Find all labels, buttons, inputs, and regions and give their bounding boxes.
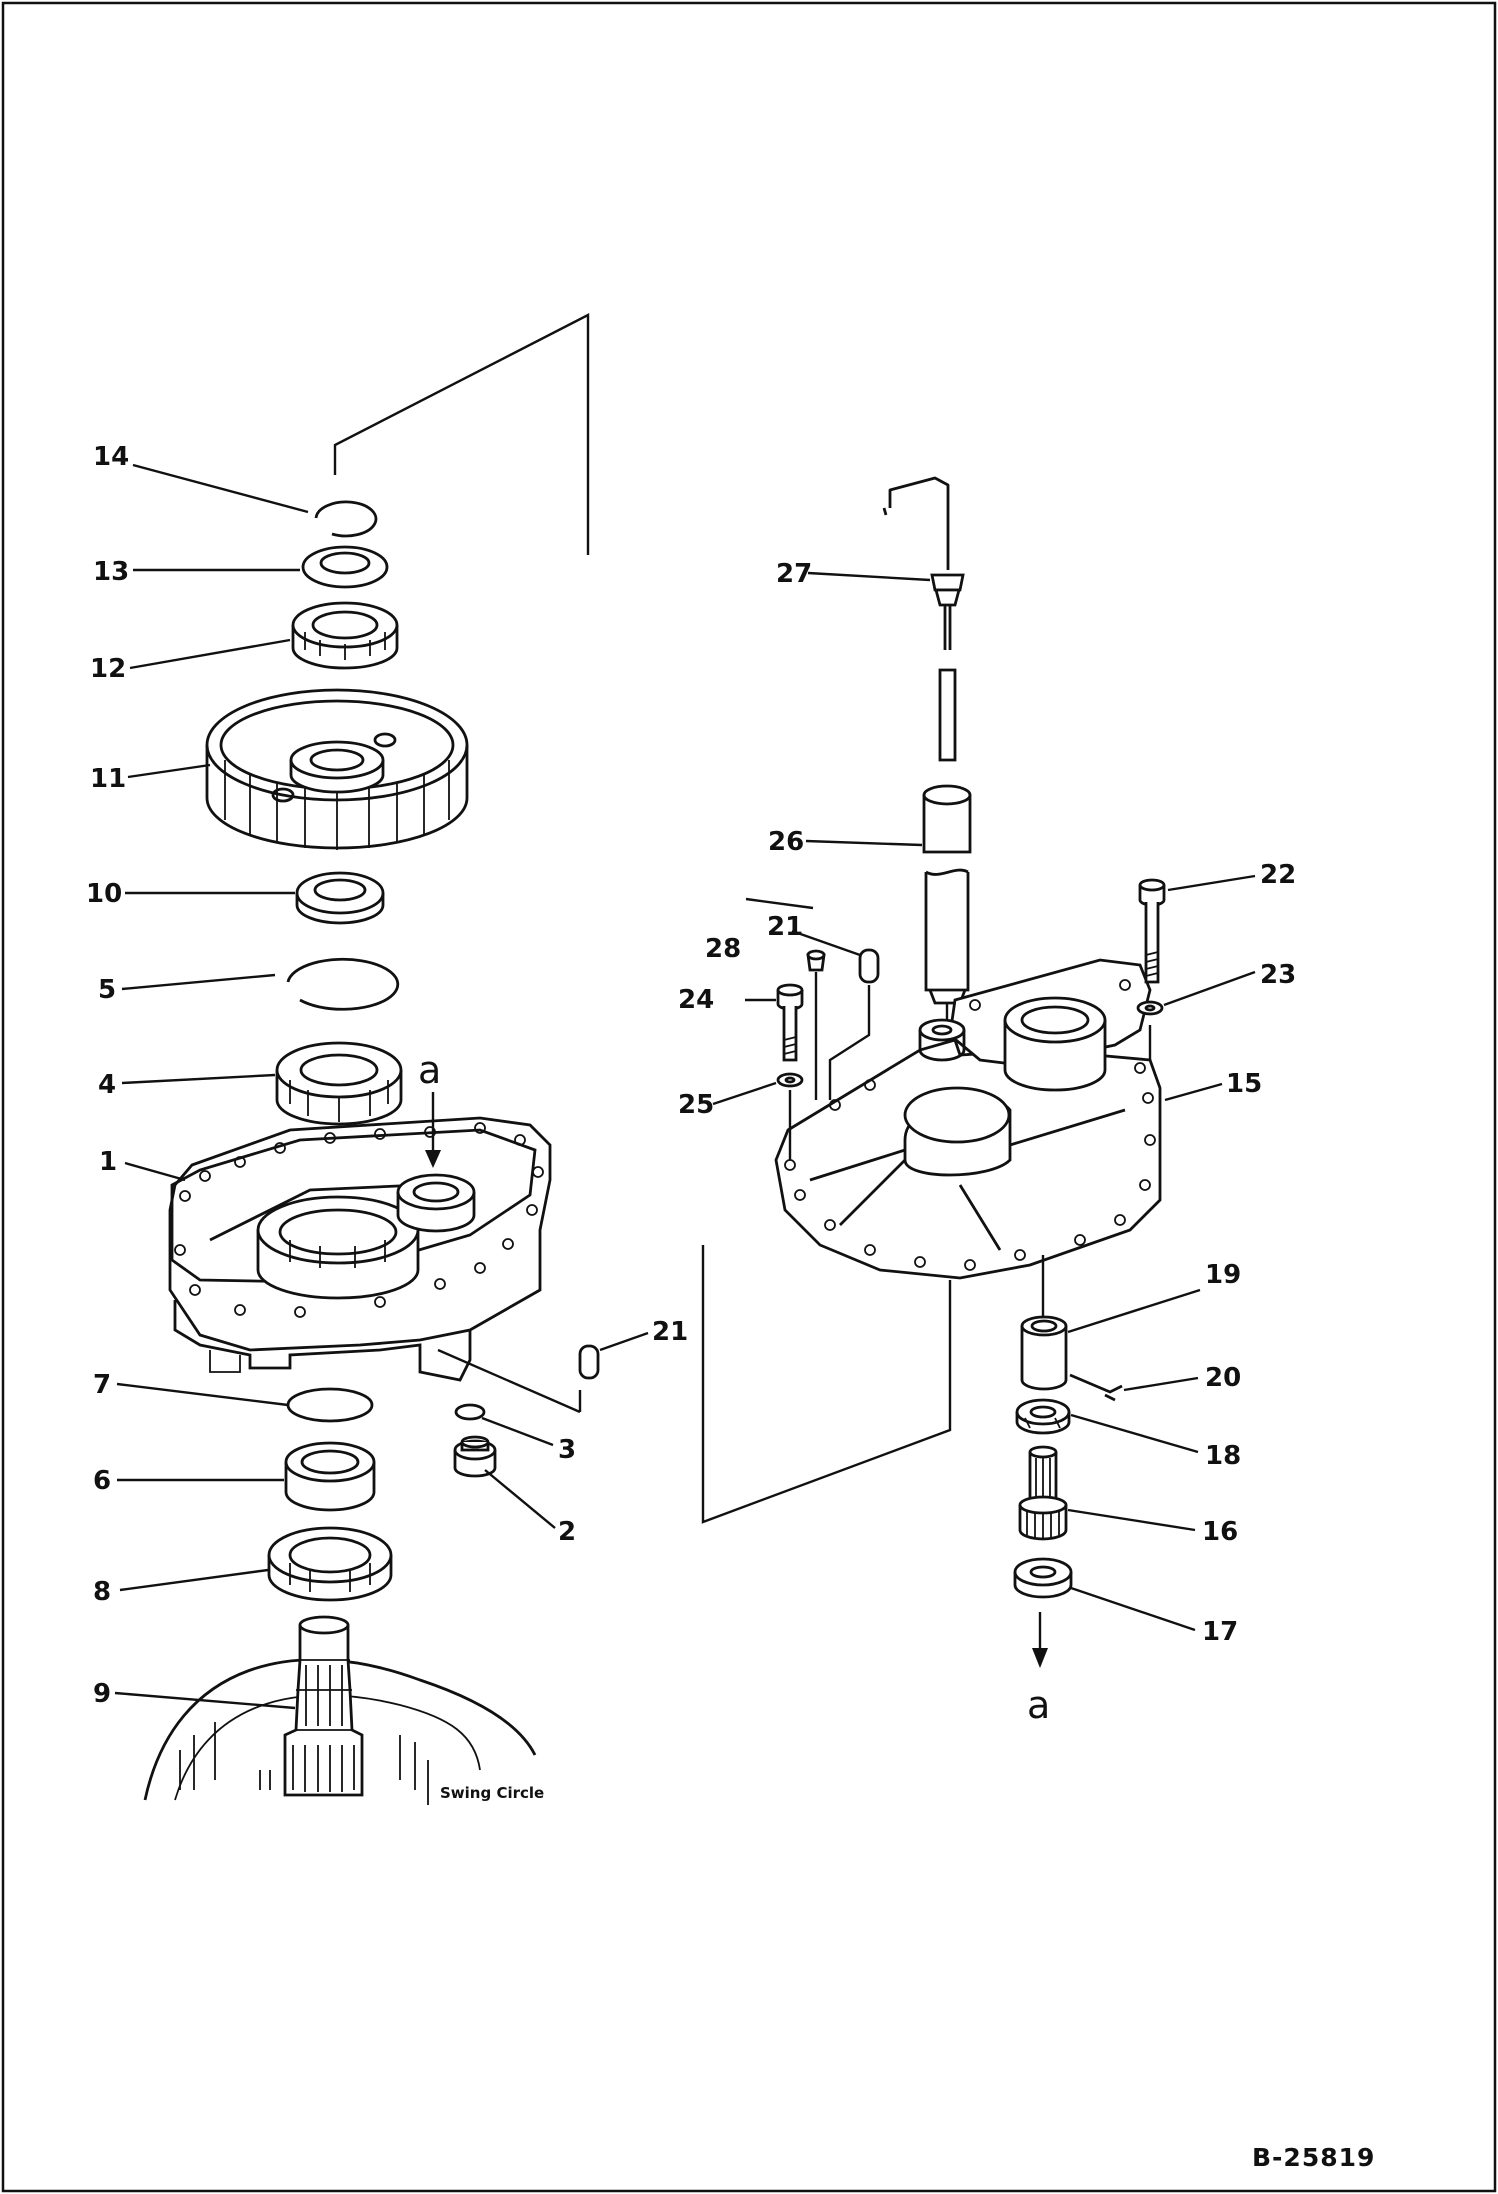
- callout-8: 8: [93, 1577, 111, 1607]
- swing-circle-label: Swing Circle: [440, 1784, 544, 1802]
- callout-24: 24: [678, 985, 714, 1015]
- o-ring-part-3: [454, 1403, 486, 1421]
- right-assembly: a: [701, 476, 1166, 1727]
- plug-part-28: [806, 949, 826, 972]
- callout-19: 19: [1205, 1260, 1241, 1290]
- callout-21-left: 21: [652, 1317, 688, 1347]
- retaining-ring-part-5: [286, 957, 400, 1011]
- bearing-part-18: [1015, 1398, 1071, 1435]
- callout-3: 3: [558, 1435, 576, 1465]
- callout-14: 14: [93, 442, 129, 472]
- callout-27: 27: [776, 559, 812, 589]
- swing-circle-outline: [143, 1658, 537, 1805]
- callout-2: 2: [558, 1517, 576, 1547]
- callout-labels: 14 13 12 11 10 5 4 1 7 6 8 9 21 3 2 27 2…: [86, 442, 1296, 1709]
- bracket-line-top: [333, 313, 590, 555]
- bearing-part-8: [267, 1526, 393, 1602]
- cover-part-15: [774, 958, 1162, 1280]
- bolt-part-22: [1138, 878, 1166, 984]
- callout-4: 4: [98, 1070, 116, 1100]
- callout-22: 22: [1260, 860, 1296, 890]
- document-number: B-25819: [1252, 2143, 1375, 2172]
- callout-15: 15: [1226, 1069, 1262, 1099]
- callout-1: 1: [99, 1147, 117, 1177]
- bearing-part-6: [284, 1441, 376, 1512]
- leader-housing-pin: [437, 1348, 581, 1414]
- callout-13: 13: [93, 557, 129, 587]
- collar-part-19: [1020, 1315, 1068, 1391]
- leader-lines: [114, 463, 1256, 1710]
- bearing-part-17: [1013, 1557, 1073, 1599]
- dipstick-part-27: [882, 476, 965, 762]
- callout-25: 25: [678, 1090, 714, 1120]
- seal-part-10: [295, 871, 385, 925]
- gear-part-11: [205, 688, 469, 850]
- housing-part-1: [168, 1116, 552, 1382]
- callout-17: 17: [1202, 1617, 1238, 1647]
- reference-letter-top: a: [418, 1048, 441, 1092]
- seal-part-13: [301, 545, 389, 589]
- bracket-line-bottom: [701, 1245, 952, 1524]
- bearing-part-4: [275, 1041, 403, 1126]
- cover-guide-lines: [788, 972, 871, 1160]
- washer-part-25: [776, 1072, 804, 1088]
- key-part-20: [1069, 1373, 1123, 1402]
- callout-23: 23: [1260, 960, 1296, 990]
- bolt-part-24: [776, 983, 804, 1062]
- callout-18: 18: [1205, 1441, 1241, 1471]
- callout-7: 7: [93, 1370, 111, 1400]
- bearing-part-12: [291, 601, 399, 670]
- pin-part-21-right: [858, 948, 880, 984]
- callout-21-right: 21: [767, 912, 803, 942]
- snap-ring-part-14: [314, 500, 378, 538]
- pinion-part-16: [1018, 1445, 1068, 1541]
- callout-5: 5: [98, 975, 116, 1005]
- plug-part-2: [453, 1435, 497, 1478]
- callout-10: 10: [86, 879, 122, 909]
- callout-20: 20: [1205, 1363, 1241, 1393]
- left-assembly: a Swing Circle: [143, 313, 600, 1805]
- callout-6: 6: [93, 1466, 111, 1496]
- callout-9: 9: [93, 1679, 111, 1709]
- callout-11: 11: [90, 764, 126, 794]
- pinion-shaft-part-9: [283, 1615, 364, 1797]
- callout-28: 28: [705, 934, 741, 964]
- reference-letter-bottom: a: [1027, 1683, 1050, 1727]
- callout-26: 26: [768, 827, 804, 857]
- pin-part-21-left: [578, 1344, 600, 1380]
- callout-16: 16: [1202, 1517, 1238, 1547]
- o-ring-part-7: [286, 1387, 374, 1423]
- tube-part-26: [922, 784, 972, 1005]
- washer-part-23: [1136, 1000, 1164, 1016]
- callout-12: 12: [90, 654, 126, 684]
